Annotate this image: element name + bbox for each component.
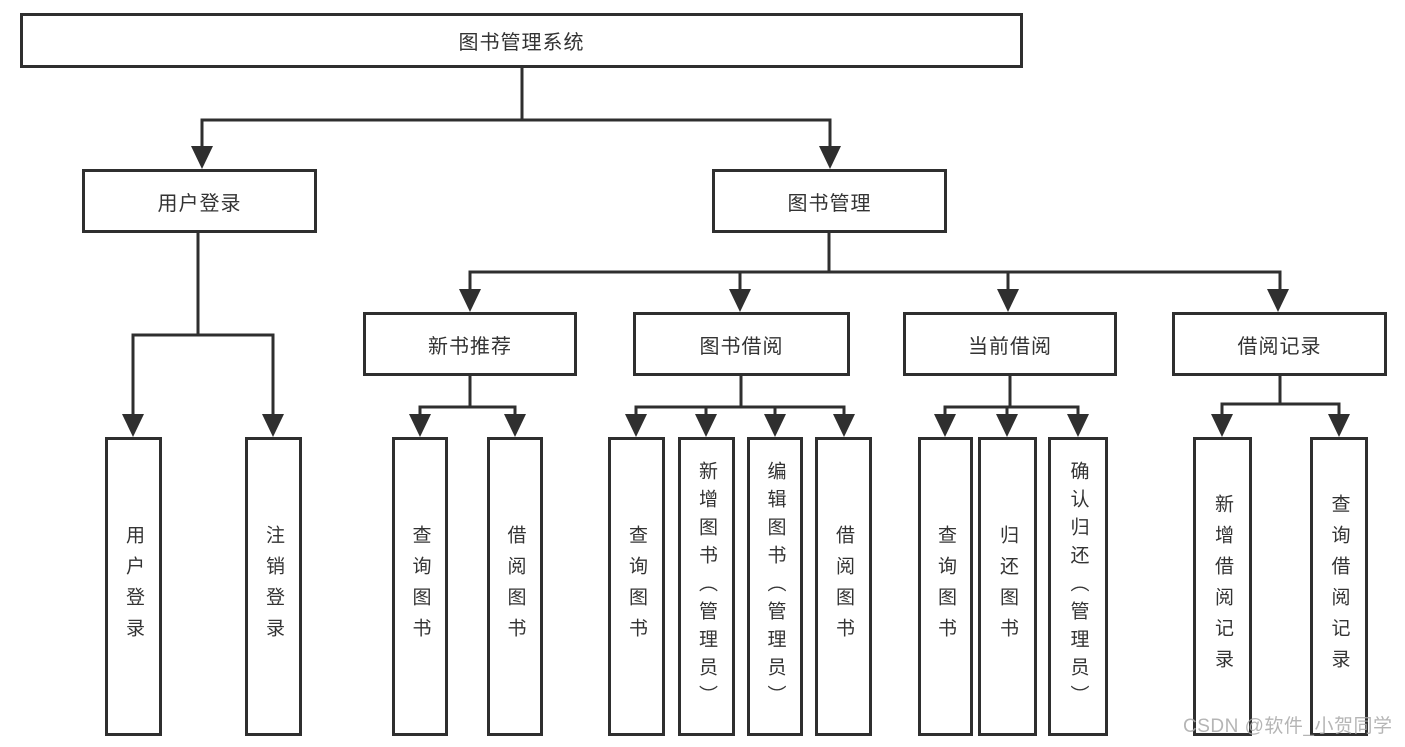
leaf-label: 新增借阅记录 bbox=[1212, 493, 1233, 680]
leaf-borrow-books-recommend: 借阅图书 bbox=[487, 437, 543, 736]
leaf-label: 新增图书（管理员） bbox=[696, 460, 717, 713]
leaf-label: 确认归还（管理员） bbox=[1067, 460, 1089, 713]
leaf-confirm-return-admin: 确认归还（管理员） bbox=[1048, 437, 1108, 736]
leaf-label: 查询图书 bbox=[409, 524, 431, 649]
csdn-watermark: CSDN @软件_小贺同学 bbox=[1183, 716, 1393, 737]
leaf-label: 查询借阅记录 bbox=[1328, 493, 1350, 680]
leaf-user-login: 用户登录 bbox=[105, 437, 162, 736]
node-label: 图书管理系统 bbox=[458, 32, 585, 54]
leaf-query-books-recommend: 查询图书 bbox=[392, 437, 448, 736]
leaf-edit-books-admin: 编辑图书（管理员） bbox=[747, 437, 803, 736]
node-new-book-recommend: 新书推荐 bbox=[363, 312, 577, 376]
leaf-borrow-books: 借阅图书 bbox=[815, 437, 872, 736]
leaf-query-borrow-record: 查询借阅记录 bbox=[1310, 437, 1368, 736]
leaf-query-books-borrow: 查询图书 bbox=[608, 437, 665, 736]
leaf-logout: 注销登录 bbox=[245, 437, 302, 736]
leaf-label: 编辑图书（管理员） bbox=[764, 460, 786, 713]
node-library-system: 图书管理系统 bbox=[20, 13, 1023, 68]
node-label: 图书管理 bbox=[787, 192, 872, 215]
node-book-borrow: 图书借阅 bbox=[633, 312, 850, 376]
leaf-return-books: 归还图书 bbox=[978, 437, 1037, 736]
node-borrow-records: 借阅记录 bbox=[1172, 312, 1387, 376]
node-label: 图书借阅 bbox=[699, 335, 784, 358]
leaf-label: 借阅图书 bbox=[833, 524, 854, 649]
leaf-label: 用户登录 bbox=[123, 524, 144, 649]
node-current-borrow: 当前借阅 bbox=[903, 312, 1117, 376]
node-label: 用户登录 bbox=[157, 192, 242, 215]
node-label: 借阅记录 bbox=[1237, 335, 1322, 358]
node-book-management: 图书管理 bbox=[712, 169, 947, 233]
leaf-query-books-current: 查询图书 bbox=[918, 437, 973, 736]
leaf-label: 借阅图书 bbox=[504, 524, 526, 649]
leaf-label: 注销登录 bbox=[263, 524, 284, 649]
leaf-add-borrow-record: 新增借阅记录 bbox=[1193, 437, 1252, 736]
node-label: 当前借阅 bbox=[968, 335, 1052, 358]
node-user-login: 用户登录 bbox=[82, 169, 317, 233]
leaf-label: 查询图书 bbox=[626, 524, 647, 649]
leaf-label: 查询图书 bbox=[935, 524, 956, 649]
node-label: 新书推荐 bbox=[428, 335, 512, 358]
leaf-add-books-admin: 新增图书（管理员） bbox=[678, 437, 735, 736]
leaf-label: 归还图书 bbox=[997, 524, 1018, 649]
